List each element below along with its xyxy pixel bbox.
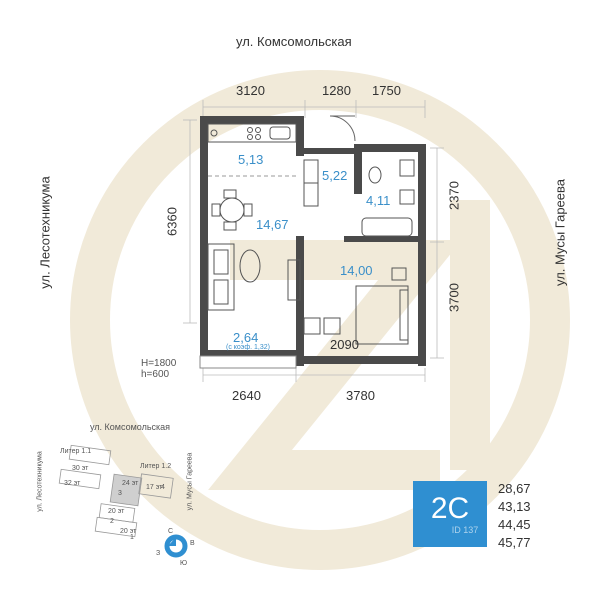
kitchen-counter [207, 123, 297, 143]
watermark-logo [70, 70, 570, 570]
site-floors-20b: 20 эт [120, 528, 137, 535]
dim-left: 6360 [164, 207, 180, 236]
dim-bottom-2: 3780 [346, 388, 375, 403]
dining-table [211, 189, 253, 231]
site-section-3: 3 [118, 490, 122, 497]
stat-3: 44,45 [498, 517, 531, 532]
balcony-coef-note: (с коэф. 1,32) [226, 344, 270, 351]
room-balcony-area: 2,64 [233, 330, 259, 345]
stat-2: 43,13 [498, 499, 531, 514]
apartment-type-badge: 2С ID 137 [413, 481, 487, 547]
desk [303, 317, 341, 335]
compass-graphic [164, 534, 188, 558]
street-west-label: ул. Лесотехникума [37, 176, 53, 289]
dim-right-1: 2370 [446, 181, 462, 210]
site-section-4: 4 [161, 484, 165, 491]
site-street-east: ул. Мусы Гареева [186, 452, 194, 511]
stat-1: 28,67 [498, 481, 531, 496]
site-street-west: ул. Лесотехникума [36, 451, 44, 512]
dim-top-3: 1750 [372, 83, 401, 98]
site-floors-24: 24 эт [122, 480, 139, 487]
site-floors-30: 30 эт [72, 465, 89, 472]
window-height-h: h=600 [141, 369, 170, 380]
dim-top-2: 1280 [322, 83, 351, 98]
bathroom-fixtures [361, 159, 415, 237]
room-bath-area: 4,11 [366, 193, 391, 208]
site-section-2: 2 [110, 518, 114, 525]
balcony-edge [199, 355, 297, 369]
dim-bottom-1: 2640 [232, 388, 261, 403]
site-floors-32: 32 эт [64, 480, 81, 487]
site-floors-20a: 20 эт [108, 508, 125, 515]
site-liter-1: Литер 1.1 [60, 448, 92, 455]
window-height-H: Н=1800 [141, 358, 177, 369]
site-plan-graphic [58, 444, 174, 538]
room-bedroom-area: 14,00 [340, 263, 373, 278]
site-floors-17: 17 эт [146, 484, 163, 491]
room-living-area: 14,67 [256, 217, 289, 232]
compass-south: Ю [180, 560, 188, 567]
apartment-type-label: 2С [430, 492, 470, 525]
dimension-lines [183, 100, 444, 382]
compass-east: В [190, 540, 195, 547]
bed [355, 267, 409, 345]
apartment-id-label: ID 137 [451, 525, 479, 535]
sofa [207, 243, 261, 311]
door-swing [329, 115, 356, 142]
room-hall-area: 5,22 [322, 168, 348, 183]
dim-top-1: 3120 [236, 83, 265, 98]
site-liter-2: Литер 1.2 [140, 463, 172, 470]
street-east-label: ул. Мусы Гареева [552, 178, 568, 287]
site-section-1: 1 [130, 534, 134, 541]
room-kitchen-area: 5,13 [238, 152, 264, 167]
site-street-north: ул. Комсомольская [90, 422, 171, 432]
hall-wardrobe [287, 159, 319, 301]
dim-inner: 2090 [330, 337, 359, 352]
dim-right-2: 3700 [446, 283, 462, 312]
stat-4: 45,77 [498, 535, 531, 550]
street-north-label: ул. Комсомольская [236, 34, 352, 49]
compass-north: С [168, 528, 174, 535]
compass-west: З [156, 550, 161, 557]
walls [200, 116, 426, 366]
